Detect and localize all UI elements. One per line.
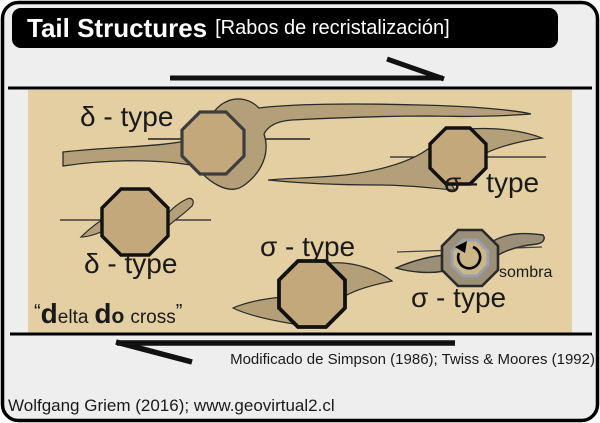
mnemonic-o: o (111, 305, 125, 328)
recrystallized-tail (62, 98, 532, 190)
mnemonic-d1: d (40, 298, 58, 329)
mnemonic-elta: elta (57, 307, 89, 328)
sigma-clast-top-right (267, 126, 546, 191)
mnemonic-cross: cross (130, 307, 176, 328)
sigma-wing-left (267, 145, 457, 191)
close-quote: ” (175, 301, 183, 323)
title-bar: Tail Structures [Rabos de recristalizaci… (12, 8, 558, 48)
title-subtitle: [Rabos de recristalización] (215, 16, 450, 39)
label-sombra: sombra (499, 264, 553, 281)
shear-arrow-right-icon (170, 56, 445, 82)
delta-clast-top-left (62, 98, 532, 190)
sigma-clast-bottom-right (393, 228, 545, 288)
label-sigma-top-right: σ - type (444, 167, 540, 198)
mnemonic-d2: d (94, 298, 112, 329)
porphyroclast (180, 110, 246, 176)
label-delta-mid-left: δ - type (84, 248, 178, 279)
porphyroclast (100, 187, 170, 257)
citation-text: Modificado de Simpson (1986); Twiss & Mo… (230, 351, 595, 368)
sigma-clast-bottom-mid (231, 259, 394, 329)
open-quote: “ (34, 301, 41, 323)
shear-arrow-left-icon (115, 339, 455, 365)
label-sigma-bottom-right: σ - type (411, 282, 507, 313)
porphyroclast (277, 259, 347, 329)
porphyroclast (428, 126, 488, 186)
label-delta-top: δ - type (80, 101, 174, 132)
credit-text: Wolfgang Griem (2016); www.geovirtual2.c… (8, 396, 335, 415)
title-text: Tail Structures (27, 12, 208, 43)
rotation-arrow-icon (455, 241, 482, 270)
label-sigma-bottom-mid: σ - type (260, 231, 356, 262)
delta-clast-mid-left (60, 187, 211, 257)
